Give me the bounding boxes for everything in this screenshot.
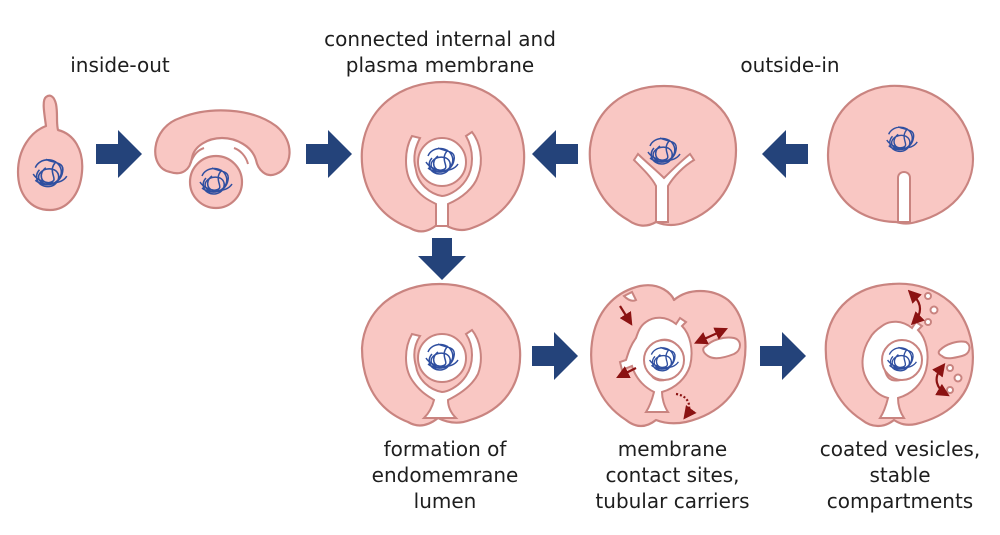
cell-outside-in-y bbox=[588, 84, 738, 227]
cell-inside-out-start bbox=[16, 94, 84, 212]
label-outside-in: outside-in bbox=[740, 53, 840, 77]
flow-arrow-right-4 bbox=[760, 332, 806, 380]
cell-lumen-formation bbox=[360, 282, 522, 427]
flow-arrow-left-1 bbox=[532, 130, 578, 178]
flow-arrow-right-1 bbox=[96, 130, 142, 178]
label-coated-vesicles: coated vesicles, stable compartments bbox=[819, 437, 981, 513]
cell-connected bbox=[360, 80, 526, 233]
flow-arrow-right-3 bbox=[532, 332, 578, 380]
label-connected-membrane: connected internal and plasma membrane bbox=[324, 27, 556, 77]
cell-outside-in-start bbox=[826, 84, 975, 225]
label-contact-sites: membrane contact sites, tubular carriers bbox=[595, 437, 750, 513]
cell-coated-vesicles bbox=[824, 282, 974, 428]
cell-contact-sites bbox=[590, 284, 747, 428]
flow-arrow-left-2 bbox=[762, 130, 808, 178]
flow-arrow-down bbox=[418, 238, 466, 280]
label-inside-out: inside-out bbox=[70, 53, 170, 77]
flow-arrow-right-2 bbox=[306, 130, 352, 178]
label-lumen-formation: formation of endomemrane lumen bbox=[371, 437, 519, 513]
cell-inside-out-engulf bbox=[154, 109, 291, 210]
